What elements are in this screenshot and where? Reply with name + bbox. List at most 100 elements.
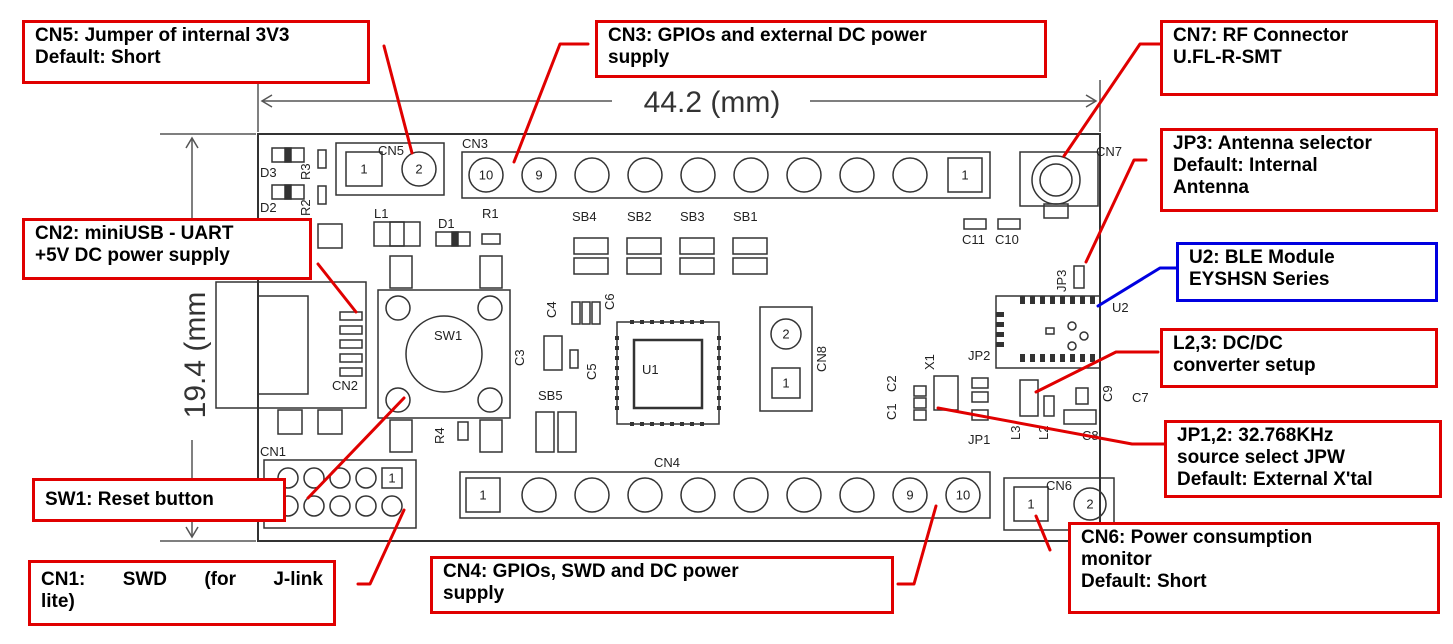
cn4-pin-label: 1 [479,488,486,503]
silk-cn6: CN6 [1046,478,1072,493]
callout-cn7: CN7: RF Connector U.FL-R-SMT [1160,20,1438,96]
leader-sw1 [306,396,406,500]
cn5-pin-label: 2 [415,162,422,177]
silk-c10: C10 [995,232,1019,247]
silk-c3: C3 [512,349,527,366]
cn3-pin-label: 10 [479,168,493,183]
dimension-width-label: 44.2 (mm) [644,86,781,119]
silk-c4: C4 [544,301,559,318]
cn1-swd-header [263,459,417,529]
silk-cn3: CN3 [462,136,488,151]
dimension-width [257,80,1101,132]
cn3-pin-label: 9 [535,168,542,183]
cn8-pin-label: 2 [782,327,789,342]
callout-l23: L2,3: DC/DC converter setup [1160,328,1438,388]
silk-sb5: SB5 [538,388,563,403]
cn4-pin-label: 9 [906,488,913,503]
u2-module [995,295,1101,369]
solder-bridges-top [573,237,768,275]
leader-l23 [1034,350,1160,394]
silk-r4: R4 [432,427,447,444]
leader-cn6 [1034,514,1052,552]
silk-jp2: JP2 [968,348,990,363]
cn4-pin-label: 10 [956,488,970,503]
silk-cn5: CN5 [378,143,404,158]
silk-c7: C7 [1132,390,1149,405]
u1-chip [615,320,721,426]
cn1-pin-label: 1 [388,471,395,486]
cn4-header [459,471,991,519]
leader-cn1 [356,508,406,586]
cn6-connector [1003,477,1115,531]
cn2-miniusb [215,223,367,435]
silk-jp3: JP3 [1054,270,1069,292]
silk-c5: C5 [584,363,599,380]
silk-r3: R3 [298,163,313,180]
silk-cn8: CN8 [814,346,829,372]
silk-u2: U2 [1112,300,1129,315]
leader-cn4 [896,504,938,586]
silk-c11: C11 [962,232,985,247]
cn3-pin-label: 1 [961,168,968,183]
sw1-button [377,255,511,453]
silk-r2: R2 [298,199,313,216]
callout-jp12: JP1,2: 32.768KHz source select JPW Defau… [1164,420,1442,498]
silk-sw1: SW1 [434,328,462,343]
caps-c10-c11 [963,218,1021,230]
callout-cn3: CN3: GPIOs and external DC power supply [595,20,1047,78]
cn7-rf-connector [1019,151,1099,219]
silk-c1: C1 [884,403,899,420]
silk-c9: C9 [1100,385,1115,402]
leader-cn5 [382,44,414,155]
silk-c6: C6 [602,293,617,310]
callout-cn2: CN2: miniUSB - UART +5V DC power supply [22,218,312,280]
callout-sw1: SW1: Reset button [32,478,286,522]
dimension-height-label: 19.4 (mm [179,292,212,419]
leader-jp12 [936,406,1166,446]
leader-lines [306,42,1178,586]
leader-cn2 [316,262,358,314]
silk-d1: D1 [438,216,455,231]
leader-cn7 [1062,42,1162,158]
silk-jp1: JP1 [968,432,990,447]
silk-x1: X1 [922,354,937,370]
callout-jp3: JP3: Antenna selector Default: Internal … [1160,128,1438,212]
callout-u2: U2: BLE Module EYSHSN Series [1176,242,1438,302]
silk-sb3: SB3 [680,209,705,224]
silk-l3: L3 [1008,426,1023,440]
callout-cn6: CN6: Power consumption monitor Default: … [1068,522,1440,614]
silk-cn2: CN2 [332,378,358,393]
cn3-header [461,151,991,199]
caps-u1 [535,301,601,453]
leader-jp3 [1084,158,1148,264]
cn8-pin-label: 1 [782,376,789,391]
silk-cn1: CN1 [260,444,286,459]
cn5-connector [335,142,445,196]
led-resistor-group [271,147,327,205]
callout-cn5: CN5: Jumper of internal 3V3 Default: Sho… [22,20,370,84]
silk-r1: R1 [482,206,499,221]
silk-l1: L1 [374,206,388,221]
cn8-connector [759,306,813,412]
leader-cn3 [512,42,590,164]
x1-crystal-area [913,375,989,421]
callout-cn1: CN1: SWD (for J-link lite) [28,560,336,626]
silk-c2: C2 [884,375,899,392]
silk-sb2: SB2 [627,209,652,224]
silk-u1: U1 [642,362,659,377]
leader-u2 [1096,266,1178,308]
cn6-pin-label: 2 [1086,497,1093,512]
l1-d1-r1-group [373,221,501,247]
dcdc-components [1019,379,1097,425]
cn6-pin-label: 1 [1027,497,1034,512]
silk-sb1: SB1 [733,209,758,224]
silk-sb4: SB4 [572,209,597,224]
silk-cn7: CN7 [1096,144,1122,159]
callout-cn4: CN4: GPIOs, SWD and DC power supply [430,556,894,614]
silk-d3: D3 [260,165,277,180]
cn5-pin-label: 1 [360,162,367,177]
silk-d2: D2 [260,200,277,215]
silk-cn4: CN4 [654,455,680,470]
